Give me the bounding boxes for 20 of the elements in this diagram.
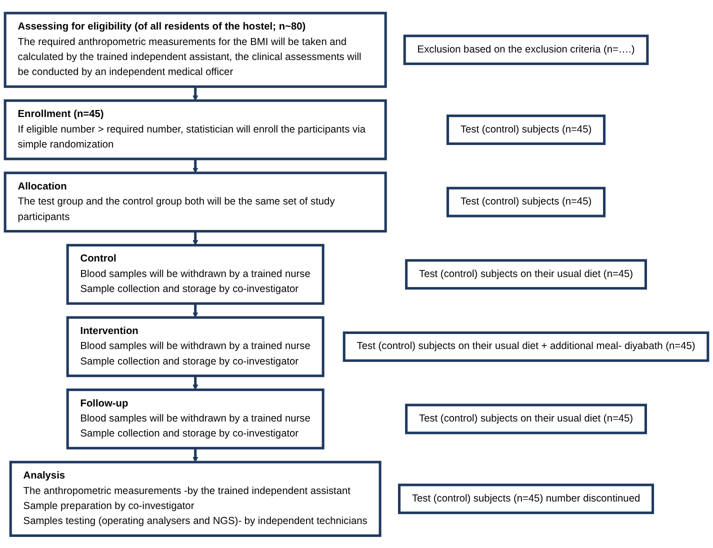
arrow	[192, 86, 198, 100]
arrow	[192, 448, 198, 462]
node-box: Exclusion based on the exclusion criteria (n=….)	[403, 34, 649, 65]
node-box: Test (control) subjects on their usual diet + additional meal- diyabath (n=45)	[342, 331, 710, 362]
node-box: Control Blood samples will be withdrawn by a trained nurse Sample collection and storage by co-investigator	[66, 244, 324, 304]
node-box: Analysis The anthropometric measurements -by the trained independent assistant Sample preparation by co-investigator Samples testing (operating analysers and NGS)- by independent technicians	[9, 460, 382, 537]
node-box: Follow-up Blood samples will be withdrawn by a trained nurse Sample collection and storage by co-investigator	[66, 388, 324, 450]
node-box: Intervention Blood samples will be withdrawn by a trained nurse Sample collection and storage by co-investigator	[66, 316, 324, 377]
arrow	[192, 303, 198, 318]
arrow	[192, 230, 198, 246]
arrow	[192, 375, 198, 390]
node-box: Test (control) subjects on their usual diet (n=45)	[405, 403, 647, 434]
node-box: Test (control) subjects (n=45) number discontinued	[398, 483, 654, 514]
node-box: Test (control) subjects (n=45)	[446, 114, 606, 145]
node-box: Test (control) subjects (n=45)	[446, 186, 606, 217]
node-box: Allocation The test group and the control group both will be the same set of study participants	[4, 171, 387, 232]
node-box: Enrollment (n=45) If eligible number > required number, statistician will enroll the participants via simple randomization	[4, 98, 387, 160]
node-box: Assessing for eligibility (of all residents of the hostel; n~80) The required anthropometric measurements for the BMI will be taken and calculated by the trained independent assistant, the clinical assessments will be conducted by an independent medical officer	[4, 11, 387, 88]
node-box: Test (control) subjects on their usual diet (n=45)	[405, 258, 647, 290]
arrow	[192, 158, 198, 173]
